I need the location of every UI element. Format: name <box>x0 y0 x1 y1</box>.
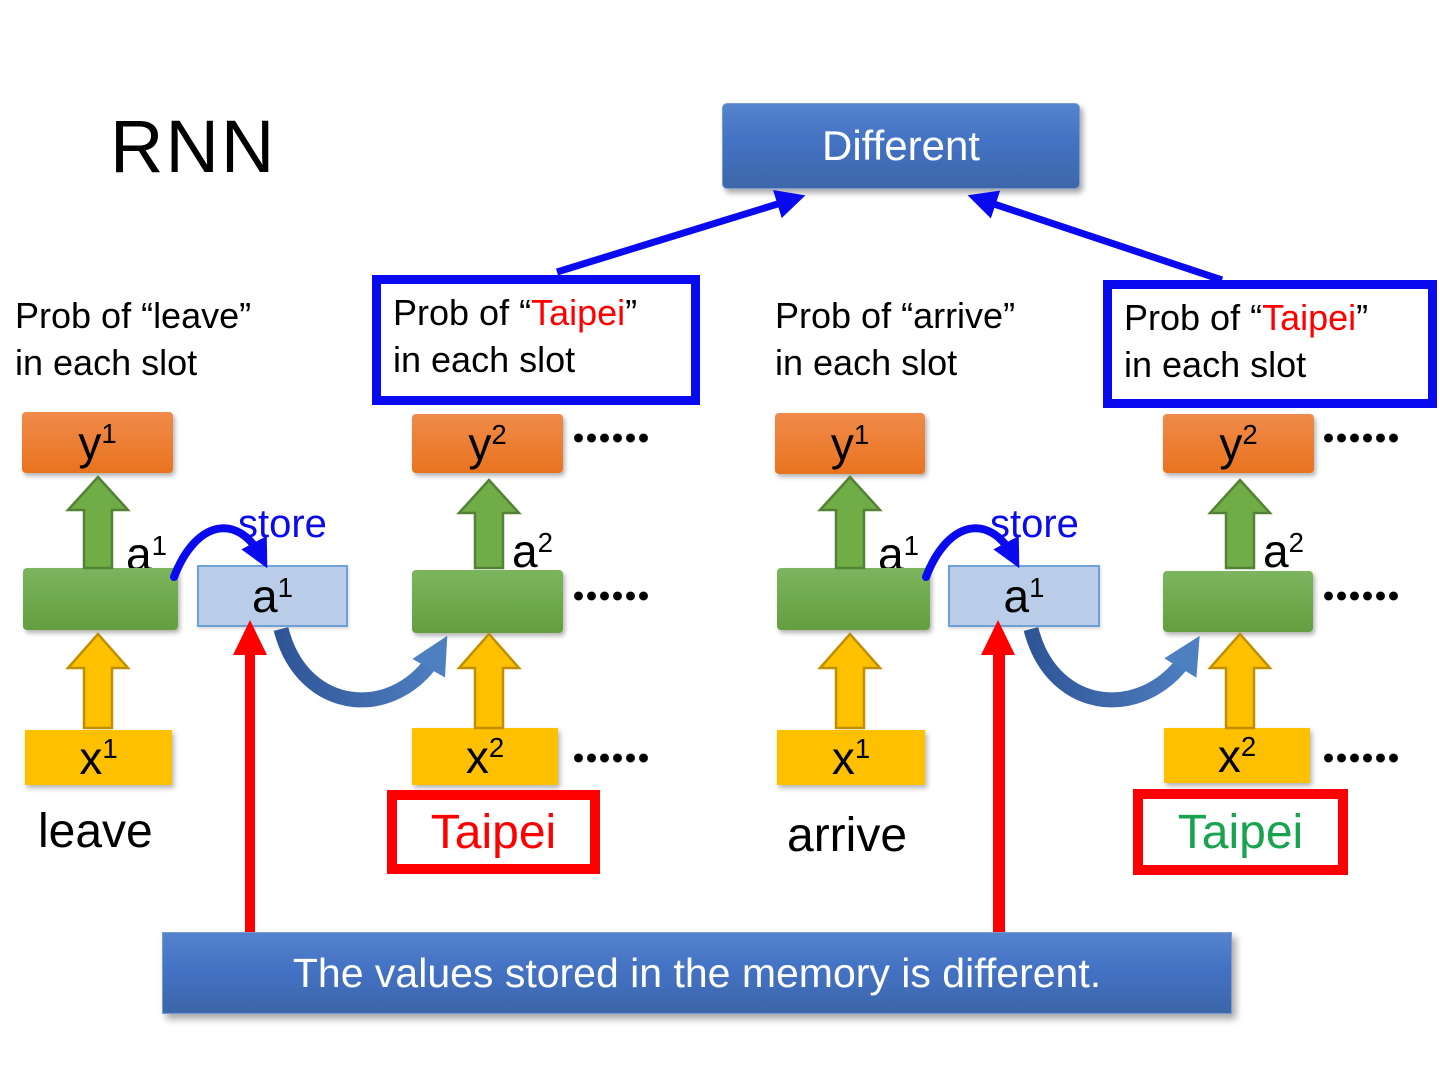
output-box-y2-col2: y2 <box>412 414 563 473</box>
caption-taipei-1-line2: in each slot <box>393 339 576 380</box>
store-label-2: store <box>990 502 1079 546</box>
hidden-box-col4 <box>1163 571 1313 632</box>
ellipsis-dots <box>572 432 650 444</box>
hidden-box-col2 <box>412 570 563 633</box>
output-arrow-col4 <box>1207 478 1273 570</box>
input-box-x2-col4: x2 <box>1164 728 1310 783</box>
bottom-banner: The values stored in the memory is diffe… <box>162 932 1232 1014</box>
ellipsis-dots <box>1322 590 1400 602</box>
hidden-box-col1 <box>23 568 178 630</box>
output-box-y1-col3: y1 <box>775 413 925 474</box>
caption-taipei-1-line1: Prob of “Taipei” <box>393 292 638 333</box>
output-box-y2-col4: y2 <box>1163 414 1314 473</box>
memory-read-arrow-2 <box>1023 626 1200 708</box>
input-box-x1-col3: x1 <box>777 730 925 785</box>
input-arrow-col4 <box>1207 632 1273 730</box>
ellipsis-dots <box>1322 752 1400 764</box>
input-word-leave: leave <box>38 805 153 858</box>
input-arrow-col1 <box>65 632 131 730</box>
memory-read-arrow-1 <box>273 626 448 708</box>
input-box-x1-col1: x1 <box>25 730 172 785</box>
output-arrow-col3 <box>817 475 883 570</box>
input-word-taipei-1: Taipei <box>430 805 557 859</box>
caption-taipei-1: Prob of “Taipei” in each slot <box>372 275 700 405</box>
different-label: Different <box>822 122 980 169</box>
caption-taipei-2-line1: Prob of “Taipei” <box>1124 297 1369 338</box>
hidden-box-col3 <box>777 568 930 630</box>
bottom-banner-text: The values stored in the memory is diffe… <box>292 949 1102 996</box>
input-arrow-col2 <box>456 632 522 730</box>
compare-arrow-left <box>555 190 806 276</box>
input-word-box-taipei-1: Taipei <box>387 790 600 874</box>
caption-leave: Prob of “leave” in each slot <box>15 292 251 386</box>
input-box-x2-col2: x2 <box>412 728 558 785</box>
caption-leave-line2: in each slot <box>15 342 198 383</box>
input-word-arrive: arrive <box>787 809 908 862</box>
ellipsis-dots <box>572 590 650 602</box>
banner-pointer-arrow-2 <box>981 620 1015 932</box>
memory-cell-2: a1 <box>948 565 1100 627</box>
output-arrow-col1 <box>65 475 131 570</box>
input-word-box-taipei-2: Taipei <box>1133 789 1348 875</box>
caption-arrive-line2: in each slot <box>775 342 958 383</box>
output-box-y1-col1: y1 <box>22 412 173 473</box>
compare-arrow-right <box>967 190 1224 284</box>
output-arrow-col2 <box>456 478 522 570</box>
memory-cell-1: a1 <box>197 565 348 627</box>
caption-taipei-2: Prob of “Taipei” in each slot <box>1103 280 1437 408</box>
input-word-taipei-2: Taipei <box>1177 805 1304 859</box>
caption-arrive: Prob of “arrive” in each slot <box>775 292 1015 386</box>
slide-title: RNN <box>110 105 277 188</box>
caption-leave-line1: Prob of “leave” <box>15 295 252 336</box>
hidden-label-a2-col4: a2 <box>1263 525 1304 577</box>
banner-pointer-arrow-1 <box>233 620 267 932</box>
store-label-1: store <box>238 502 327 546</box>
caption-taipei-2-line2: in each slot <box>1124 344 1307 385</box>
caption-arrive-line1: Prob of “arrive” <box>775 295 1016 336</box>
ellipsis-dots <box>572 752 650 764</box>
ellipsis-dots <box>1322 432 1400 444</box>
input-arrow-col3 <box>817 632 883 730</box>
different-box: Different <box>722 103 1080 189</box>
